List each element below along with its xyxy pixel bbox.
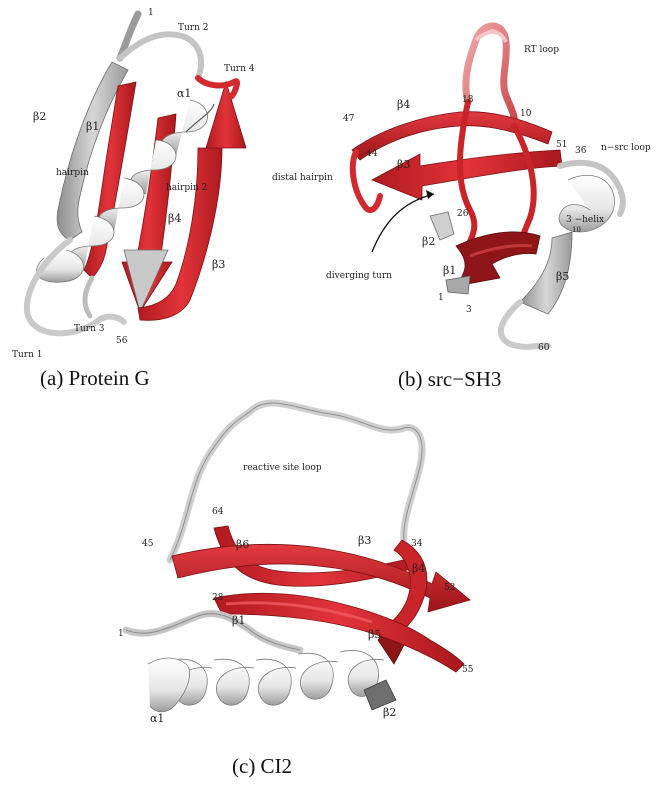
label-res-18: 18 bbox=[462, 95, 474, 105]
label-res-52: 52 bbox=[444, 583, 455, 593]
label-beta1: β1 bbox=[443, 264, 456, 277]
label-n-terminus: 1 bbox=[148, 8, 154, 18]
helix-alpha1 bbox=[148, 650, 384, 711]
label-beta2: β2 bbox=[33, 110, 46, 123]
label-alpha1: α1 bbox=[177, 87, 191, 100]
label-reactive-site-loop: reactive site loop bbox=[243, 463, 322, 473]
label-beta3: β3 bbox=[212, 258, 225, 271]
label-res-3: 3 bbox=[466, 305, 472, 315]
label-hairpin-1: hairpin bbox=[56, 168, 89, 178]
coil-turn-3 bbox=[85, 278, 92, 316]
label-beta2: β2 bbox=[383, 706, 396, 719]
label-beta4: β4 bbox=[168, 212, 181, 225]
label-res-55: 55 bbox=[462, 665, 474, 675]
label-res-60: 60 bbox=[538, 343, 550, 353]
label-rt-loop: RT loop bbox=[524, 45, 559, 55]
label-alpha1: α1 bbox=[150, 712, 164, 725]
panel-protein-g: 1 Turn 2 Turn 4 α1 β2 β1 hairpin hairpin… bbox=[12, 8, 255, 390]
label-res-47: 47 bbox=[343, 114, 355, 124]
label-beta1: β1 bbox=[86, 120, 99, 133]
reactive-site-loop bbox=[170, 403, 422, 560]
label-res-28: 28 bbox=[212, 593, 224, 603]
label-three10-subscript: 10 bbox=[572, 226, 581, 234]
label-diverging-turn: diverging turn bbox=[326, 271, 392, 281]
label-res-34: 34 bbox=[411, 539, 423, 549]
label-res-51: 51 bbox=[556, 140, 567, 150]
label-c-terminus: 56 bbox=[116, 336, 128, 346]
caption-protein-g: (a) Protein G bbox=[40, 366, 150, 390]
label-res-45: 45 bbox=[142, 539, 154, 549]
label-beta5: β5 bbox=[556, 270, 569, 283]
label-res-1: 1 bbox=[438, 293, 444, 303]
label-res-44: 44 bbox=[366, 149, 378, 159]
label-res-64: 64 bbox=[212, 507, 224, 517]
caption-src-sh3: (b) src−SH3 bbox=[398, 367, 501, 391]
label-res-10: 10 bbox=[520, 109, 532, 119]
label-beta4: β4 bbox=[397, 98, 410, 111]
strand-beta1-grey bbox=[446, 276, 470, 294]
label-turn-4: Turn 4 bbox=[224, 64, 255, 74]
label-three10-helix: 3 −helix bbox=[566, 215, 604, 225]
label-hairpin-2: hairpin 2 bbox=[166, 183, 207, 193]
caption-ci2: (c) CI2 bbox=[232, 754, 292, 778]
label-res-26: 26 bbox=[457, 209, 469, 219]
strand-beta3-arrowhead bbox=[206, 82, 246, 148]
coil-turn-2 bbox=[120, 34, 201, 78]
label-beta6: β6 bbox=[236, 538, 249, 551]
panel-ci2: reactive site loop 64 45 β6 β3 34 β4 52 … bbox=[118, 403, 474, 778]
label-turn-2: Turn 2 bbox=[178, 23, 209, 33]
label-distal-hairpin: distal hairpin bbox=[272, 173, 333, 183]
label-turn-3: Turn 3 bbox=[74, 324, 105, 334]
label-beta5: β5 bbox=[368, 628, 381, 641]
label-beta1: β1 bbox=[232, 614, 245, 627]
label-beta3: β3 bbox=[358, 534, 371, 547]
label-n-terminus: 1 bbox=[118, 629, 124, 639]
panel-src-sh3: RT loop 47 β4 18 10 51 36 n−src loop 44 … bbox=[272, 26, 651, 391]
label-beta4: β4 bbox=[412, 562, 425, 575]
label-res-36: 36 bbox=[575, 146, 587, 156]
label-beta3: β3 bbox=[397, 158, 410, 171]
label-n-src-loop: n−src loop bbox=[601, 143, 651, 153]
coil-turn-4 bbox=[198, 78, 237, 96]
coil-n-terminus bbox=[126, 614, 300, 650]
label-turn-1: Turn 1 bbox=[12, 350, 43, 360]
label-beta2: β2 bbox=[422, 235, 435, 248]
